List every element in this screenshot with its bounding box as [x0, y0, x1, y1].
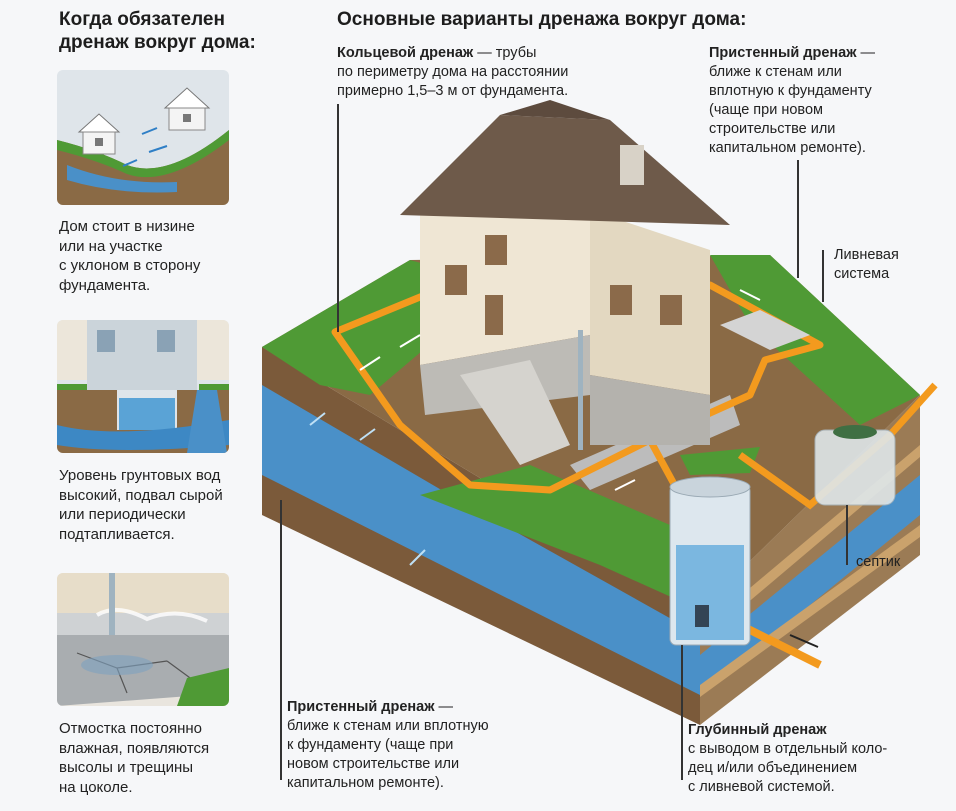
drainage-diagram [262, 100, 938, 725]
label-septic: септик [856, 554, 901, 570]
label-deep-drain: Глубинный дренаж с выводом в отдельный к… [688, 722, 888, 795]
house-icon [77, 113, 121, 155]
downpipe [578, 330, 583, 450]
left-heading: Когда обязателен дренаж вокруг дома: [59, 9, 256, 53]
chimney [620, 145, 644, 185]
roof [400, 115, 730, 225]
label-storm-system: Ливневая система [834, 247, 899, 282]
inspection-well [669, 476, 751, 646]
grass-front [420, 465, 700, 610]
storm-channel [720, 310, 810, 350]
flooded-basement-illustration [57, 320, 229, 453]
septic-tank [814, 425, 896, 506]
leader-deep [681, 645, 683, 780]
main-heading: Основные варианты дренажа вокруг дома: [337, 9, 747, 30]
leader-storm [822, 250, 824, 302]
label-wall-drain-bottom: Пристенный дренаж — ближе к стенам или в… [287, 699, 489, 791]
groundwater-front [700, 475, 920, 695]
label-ring-drain: Кольцевой дренаж — трубы по периметру до… [337, 45, 569, 99]
leader-wall-top [797, 160, 799, 278]
outlet-arrow [789, 634, 819, 648]
leader-ring [337, 104, 339, 332]
house-illustration [400, 100, 730, 465]
door [485, 295, 503, 335]
lowland-illustration [57, 70, 229, 205]
leader-septic [846, 505, 848, 565]
leader-wall-bottom [280, 500, 282, 780]
groundwater-left [262, 385, 700, 695]
pump [695, 605, 709, 627]
porch-stairs [460, 360, 570, 465]
label-wall-drain-top: Пристенный дренаж — ближе к стенам или в… [709, 45, 876, 156]
house-icon [163, 87, 211, 131]
wet-plinth-illustration [57, 573, 229, 706]
